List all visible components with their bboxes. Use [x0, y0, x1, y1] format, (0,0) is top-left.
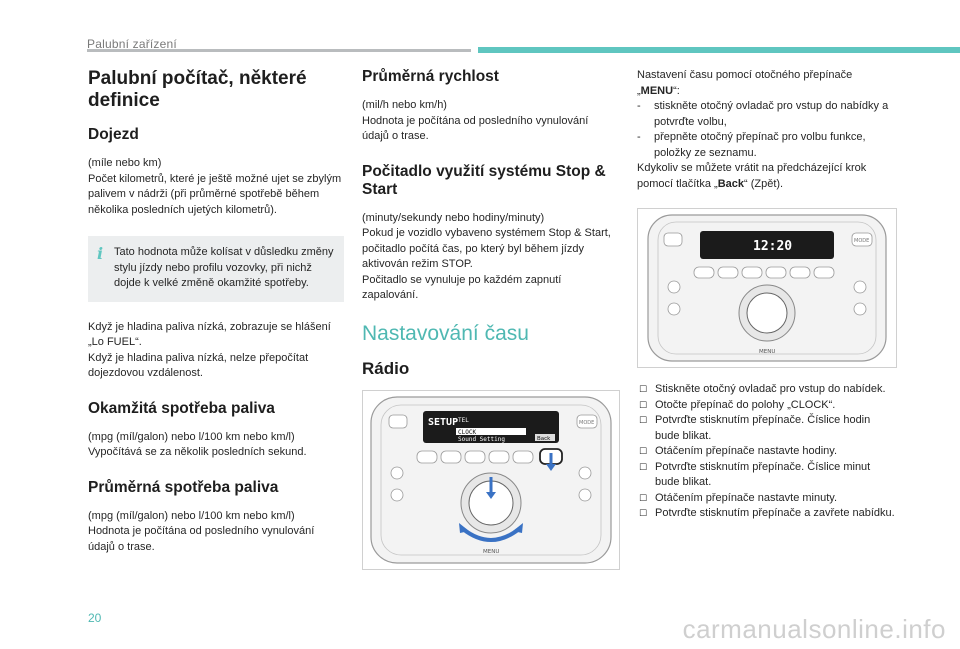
column-middle: Průměrná rychlost (mil/h nebo km/h) Hodn… — [362, 68, 620, 584]
mode-label: MODE — [579, 420, 594, 426]
info-note: i Tato hodnota může kolísat v důsledku z… — [88, 236, 344, 302]
text-stop-start: (minuty/sekundy nebo hodiny/minuty) Poku… — [362, 211, 611, 302]
heading-average-consumption: Průměrná spotřeba paliva — [88, 478, 279, 496]
screen-title: SETUP — [428, 417, 458, 428]
header-rule — [87, 49, 471, 52]
heading-instant-consumption: Okamžitá spotřeba paliva — [88, 399, 275, 417]
column-right: Nastavení času pomocí otočného přepínače… — [637, 68, 897, 536]
radio-panel-figure: SETUP TEL CLOCK Sound Setting Back MODE — [362, 389, 620, 570]
radio-panel-illustration: SETUP TEL CLOCK Sound Setting Back MODE — [370, 395, 612, 564]
mode-label: MODE — [854, 238, 869, 244]
heading-stop-start: Počitadlo využití systému Stop & Start — [362, 162, 606, 198]
menu-item-clock: CLOCK — [458, 429, 476, 436]
info-icon: i — [97, 244, 104, 263]
menu-item-sound: Sound Setting — [458, 436, 505, 443]
list-item: ☐Otáčením přepínače nastavte hodiny. — [639, 445, 838, 457]
section-label: Palubní zařízení — [87, 37, 177, 51]
list-item: ☐Otočte přepínač do polohy „CLOCK“. — [639, 398, 836, 411]
heading-dojezd: Dojezd — [88, 126, 139, 143]
watermark: carmanualsonline.info — [682, 614, 946, 644]
intro-text: Nastavení času pomocí otočného přepínače… — [637, 69, 853, 97]
menu-label: MENU — [759, 349, 775, 355]
page-title: Palubní počítač, některé definice — [88, 68, 307, 111]
text-low-fuel: Když je hladina paliva nízká, zobrazuje … — [88, 320, 331, 380]
column-left: Palubní počítač, některé definice Dojezd… — [88, 68, 344, 573]
list-item: ☐Potvrďte stisknutím přepínače. Číslice … — [639, 460, 871, 489]
heading-radio: Rádio — [362, 358, 410, 378]
list-item: -stiskněte otočný ovladač pro vstup do n… — [637, 100, 889, 128]
list-item: ☐Potvrďte stisknutím přepínače a zavřete… — [639, 507, 895, 519]
steps-list: ☐Stiskněte otočný ovladač pro vstup do n… — [637, 382, 897, 522]
list-item: ☐Stiskněte otočný ovladač pro vstup do n… — [639, 383, 886, 395]
section-title-time: Nastavování času — [362, 321, 529, 345]
time-display: 12:20 — [753, 239, 792, 254]
menu-label: MENU — [483, 549, 499, 555]
list-item: ☐Otáčením přepínače nastavte minuty. — [639, 491, 837, 504]
page-number: 20 — [88, 611, 102, 625]
list-item: ☐Potvrďte stisknutím přepínače. Číslice … — [639, 414, 871, 442]
text-dojezd: (míle nebo km) Počet kilometrů, které je… — [88, 157, 342, 216]
back-text: Kdykoliv se můžete vrátit na předcházejí… — [637, 162, 867, 190]
dash-list: -stiskněte otočný ovladač pro vstup do n… — [637, 99, 897, 161]
header-accent-rule — [478, 47, 960, 53]
heading-average-speed: Průměrná rychlost — [362, 68, 499, 85]
menu-item-tel: TEL — [458, 417, 469, 424]
back-label: Back — [537, 436, 551, 442]
text-instant-consumption: (mpg (míl/galon) nebo l/100 km nebo km/l… — [88, 430, 307, 459]
clock-panel-illustration: 12:20 MODE MENU — [647, 214, 887, 362]
clock-panel-figure: 12:20 MODE MENU — [637, 208, 897, 368]
text-average-speed: (mil/h nebo km/h) Hodnota je počítána od… — [362, 99, 589, 142]
list-item: -přepněte otočný přepínač pro volbu funk… — [637, 131, 866, 159]
info-note-text: Tato hodnota může kolísat v důsledku změ… — [114, 246, 334, 289]
text-average-consumption: (mpg (míl/galon) nebo l/100 km nebo km/l… — [88, 509, 315, 553]
